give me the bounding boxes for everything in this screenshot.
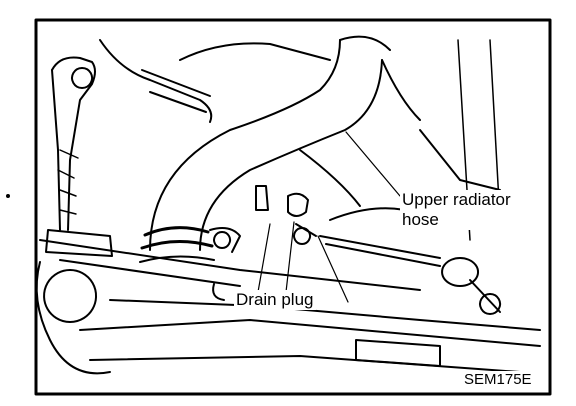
- lower-panel: [355, 339, 441, 367]
- left-bracket: [51, 56, 96, 231]
- figure-frame: [34, 18, 552, 396]
- top-pipe: [99, 39, 213, 123]
- drain-plug-label: Drain plug: [234, 290, 316, 310]
- left-pulley: [43, 269, 98, 323]
- upper-radiator-hose-label-line1: Upper radiator: [402, 190, 511, 209]
- drain-leader-1: [257, 223, 271, 293]
- hose-inner: [199, 59, 383, 251]
- ring-eye: [441, 257, 480, 287]
- hose-leader: [345, 131, 401, 197]
- hose-outer: [149, 39, 341, 251]
- upper-radiator-hose-label: Upper radiator hose: [400, 190, 513, 230]
- figure-code-label: SEM175E: [463, 371, 533, 388]
- drain-leader-2: [285, 221, 295, 293]
- drain-leader-3: [317, 235, 349, 303]
- upper-radiator-hose-label-line2: hose: [402, 210, 439, 229]
